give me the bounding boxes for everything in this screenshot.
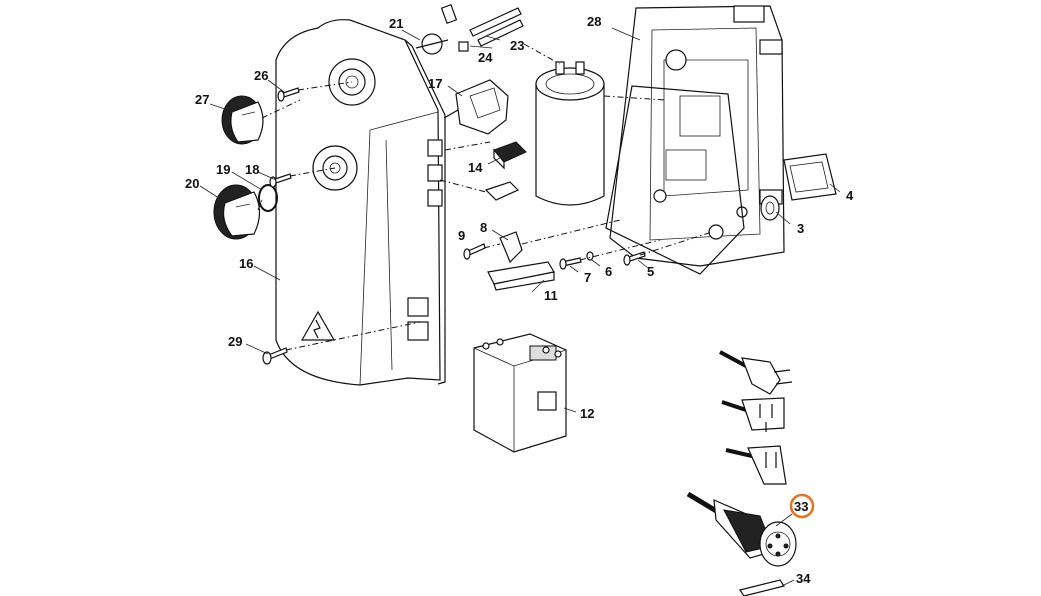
label-6[interactable]: 6 bbox=[605, 264, 612, 279]
switch-part-21[interactable] bbox=[415, 4, 458, 55]
label-24[interactable]: 24 bbox=[478, 50, 493, 65]
label-5[interactable]: 5 bbox=[647, 264, 654, 279]
label-16[interactable]: 16 bbox=[239, 256, 253, 271]
label-29[interactable]: 29 bbox=[228, 334, 242, 349]
label-12[interactable]: 12 bbox=[580, 406, 594, 421]
screw-part-26[interactable] bbox=[277, 87, 300, 102]
screw-part-9[interactable] bbox=[463, 243, 486, 260]
highlight-ring bbox=[789, 493, 815, 519]
washer-part-6[interactable] bbox=[586, 251, 594, 261]
label-33[interactable]: 33 bbox=[794, 499, 808, 514]
o-ring-part-19[interactable] bbox=[258, 184, 278, 212]
grommet-part-3[interactable] bbox=[760, 195, 780, 221]
knob-part-20[interactable] bbox=[213, 184, 261, 240]
contactor-part-12[interactable] bbox=[473, 333, 567, 453]
label-27[interactable]: 27 bbox=[195, 92, 209, 107]
nut-part-24[interactable] bbox=[458, 41, 469, 52]
plug-uk[interactable] bbox=[721, 397, 785, 432]
mount-plate-part-28[interactable] bbox=[609, 5, 785, 267]
leader-lines bbox=[199, 27, 841, 587]
label-17[interactable]: 17 bbox=[428, 76, 442, 91]
plug-sa[interactable] bbox=[725, 445, 787, 485]
label-18[interactable]: 18 bbox=[245, 162, 259, 177]
rail-part-11[interactable] bbox=[487, 261, 555, 291]
cable-gland-part-4[interactable] bbox=[783, 153, 837, 201]
label-20[interactable]: 20 bbox=[185, 176, 199, 191]
label-21[interactable]: 21 bbox=[389, 16, 403, 31]
switch-part-17[interactable] bbox=[443, 79, 509, 135]
label-14[interactable]: 14 bbox=[468, 160, 483, 175]
spindle-part-23[interactable] bbox=[469, 7, 524, 47]
cee-plug-part-33[interactable] bbox=[686, 491, 797, 567]
part-34[interactable] bbox=[739, 579, 785, 596]
label-28[interactable]: 28 bbox=[587, 14, 601, 29]
screw-part-7[interactable] bbox=[559, 257, 582, 270]
part-14[interactable] bbox=[493, 141, 527, 170]
terminal-block[interactable] bbox=[484, 181, 520, 201]
gasket[interactable] bbox=[605, 85, 745, 275]
label-4[interactable]: 4 bbox=[846, 188, 854, 203]
capacitor[interactable] bbox=[535, 61, 605, 206]
label-23[interactable]: 23 bbox=[510, 38, 524, 53]
screw-part-29[interactable] bbox=[262, 347, 288, 365]
label-34[interactable]: 34 bbox=[796, 571, 811, 586]
label-19[interactable]: 19 bbox=[216, 162, 230, 177]
housing-part-16[interactable] bbox=[275, 19, 446, 386]
label-26[interactable]: 26 bbox=[254, 68, 268, 83]
label-7[interactable]: 7 bbox=[584, 270, 591, 285]
plug-schuko[interactable] bbox=[719, 350, 793, 395]
knob-part-27[interactable] bbox=[221, 95, 264, 145]
part-labels: 28 21 24 23 17 14 26 27 19 18 20 16 29 8… bbox=[185, 14, 854, 586]
label-8[interactable]: 8 bbox=[480, 220, 487, 235]
assembly-lines bbox=[257, 43, 713, 351]
label-11[interactable]: 11 bbox=[544, 288, 558, 303]
label-9[interactable]: 9 bbox=[458, 228, 465, 243]
label-3[interactable]: 3 bbox=[797, 221, 804, 236]
bracket-part-8[interactable] bbox=[499, 231, 523, 264]
